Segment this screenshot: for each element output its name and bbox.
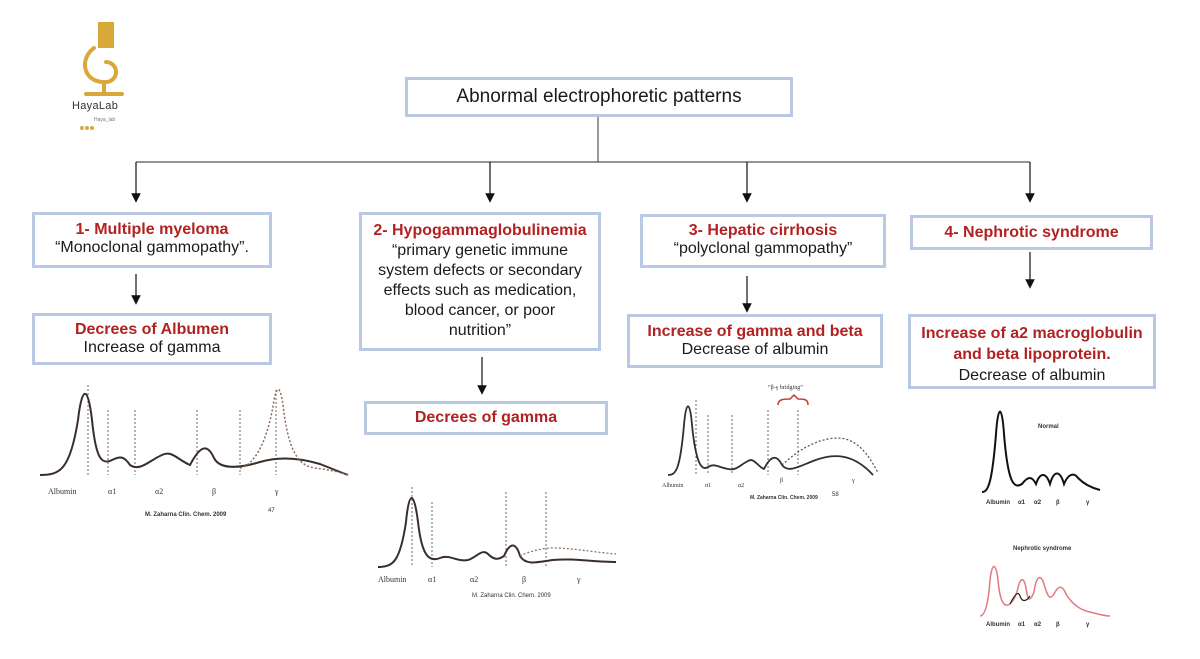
cirrhosis-result-bold: Increase of gamma and beta [647,323,863,340]
heading-hepatic-cirrhosis: 3- Hepatic cirrhosis [688,222,838,239]
hypo-label-albumin: Albumin [378,575,407,584]
subtitle-hepatic-cirrhosis: “polyclonal gammopathy” [673,240,853,257]
title-box: Abnormal electrophoretic patterns [405,77,793,117]
cirrhosis-electrophoresis-graph [667,393,879,476]
normal-graph-title: Normal [1038,424,1059,430]
cirrhosis-label-a2: α2 [738,483,745,489]
nephrotic-syndrome-box: 4- Nephrotic syndrome [910,215,1153,250]
hypo-label-a2: α2 [470,575,479,584]
myeloma-result-bold: Decrees of Albumen [74,321,230,338]
subtitle-hypo-line-2: system defects or secondary [378,262,582,279]
nephrotic-electrophoresis-graph [979,565,1111,617]
nephrotic-graph-title: Nephrotic syndrome [1013,546,1072,552]
subtitle-hypo-line-5: nutrition” [448,322,512,339]
hypo-result-box: Decrees of gamma [364,401,608,435]
cirrhosis-label-b: β [780,478,784,484]
heading-nephrotic-syndrome: 4- Nephrotic syndrome [944,224,1119,241]
hypogammaglobulinemia-box: 2- Hypogammaglobulinemia “primary geneti… [359,212,601,351]
myeloma-citation: M. Zaharna Clin. Chem. 2009 [145,512,227,518]
cirrhosis-label-albumin: Albumin [662,483,684,489]
social-icons [80,117,94,130]
myeloma-label-albumin: Albumin [48,487,77,496]
subtitle-hypo-line-4: blood cancer, or poor [404,302,556,319]
nephrotic-result-bold-2: and beta lipoprotein. [953,346,1111,363]
nephrotic-label-a2: α2 [1034,622,1042,628]
nephrotic-label-a1: α1 [1018,622,1026,628]
subtitle-multiple-myeloma: “Monoclonal gammopathy”. [55,239,249,256]
normal-label-albumin: Albumin [986,500,1010,506]
hypo-label-a1: α1 [428,575,437,584]
cirrhosis-label-g: γ [852,478,855,484]
myeloma-page-number: 47 [268,508,275,514]
myeloma-label-a2: α2 [155,487,164,496]
normal-label-a2: α2 [1034,500,1042,506]
myeloma-electrophoresis-graph [39,385,349,476]
normal-label-g: γ [1086,500,1090,506]
cirrhosis-page-number: 58 [832,492,839,498]
multiple-myeloma-box: 1- Multiple myeloma “Monoclonal gammopat… [32,212,272,268]
nephrotic-result-bold-1: Increase of a2 macroglobulin [921,325,1143,342]
myeloma-label-b: β [212,487,217,496]
myeloma-label-g: γ [275,487,279,496]
cirrhosis-bridging-annotation: “β-γ bridging” [768,385,803,391]
hepatic-cirrhosis-box: 3- Hepatic cirrhosis “polyclonal gammopa… [640,214,886,268]
heading-multiple-myeloma: 1- Multiple myeloma [75,221,229,238]
heading-hypogammaglobulinemia: 2- Hypogammaglobulinemia [373,222,587,239]
haya-lab-logo: HayaLab Haya_lab [60,18,150,133]
myeloma-result-plain: Increase of gamma [83,339,221,356]
myeloma-result-box: Decrees of Albumen Increase of gamma [32,313,272,365]
hypo-label-g: γ [577,575,581,584]
cirrhosis-label-a1: α1 [705,483,712,489]
cirrhosis-citation: M. Zaharna Clin. Chem. 2009 [750,495,818,501]
nephrotic-label-b: β [1056,622,1060,628]
logo-handle: Haya_lab [94,117,116,123]
cirrhosis-result-plain: Decrease of albumin [681,341,829,358]
subtitle-hypo-line-1: “primary genetic immune [391,242,569,259]
logo-name: HayaLab [72,100,119,112]
cirrhosis-result-box: Increase of gamma and beta Decrease of a… [627,314,883,368]
hypo-electrophoresis-graph [377,487,617,568]
nephrotic-label-g: γ [1086,622,1090,628]
hypo-result-bold: Decrees of gamma [414,409,558,426]
myeloma-label-a1: α1 [108,487,117,496]
normal-label-b: β [1056,500,1060,506]
hypo-citation: M. Zaharna Clin. Chem. 2009 [472,593,551,599]
nephrotic-label-albumin: Albumin [986,622,1010,628]
page-title: Abnormal electrophoretic patterns [456,86,742,107]
nephrotic-result-box: Increase of a2 macroglobulin and beta li… [908,314,1156,389]
nephrotic-result-plain: Decrease of albumin [958,367,1106,384]
normal-label-a1: α1 [1018,500,1026,506]
microscope-icon [83,22,124,96]
subtitle-hypo-line-3: effects such as medication, [383,282,577,299]
hypo-label-b: β [522,575,527,584]
normal-electrophoresis-graph [981,410,1101,493]
